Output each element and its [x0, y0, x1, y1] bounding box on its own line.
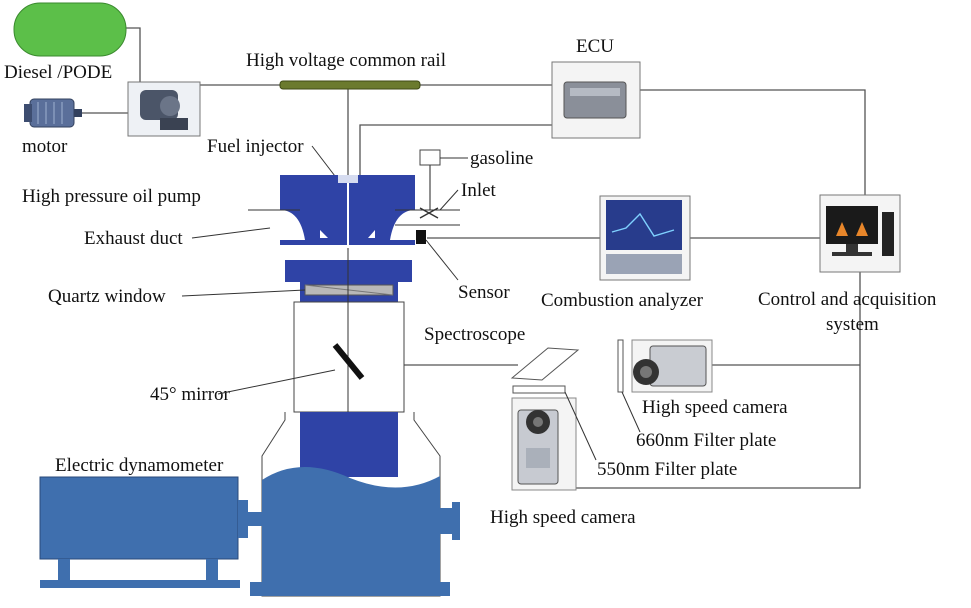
- exhaust-label: Exhaust duct: [84, 228, 183, 249]
- connection-wires: [80, 27, 866, 489]
- fuel-injector-label: Fuel injector: [207, 136, 304, 157]
- cylinder-head: [280, 175, 415, 248]
- inlet-valve-icon: [419, 207, 439, 219]
- hp-pump-label: High pressure oil pump: [22, 186, 201, 207]
- filter-550-plate: [512, 385, 566, 394]
- mirror-45: [332, 343, 365, 380]
- spectroscope-plate: [510, 347, 580, 381]
- dyno-label: Electric dynamometer: [55, 455, 224, 476]
- ecu-icon: [551, 61, 641, 139]
- motor-label: motor: [22, 136, 68, 157]
- hs-camera-top-label: High speed camera: [642, 397, 788, 418]
- hs-camera-bottom-label: High speed camera: [490, 507, 636, 528]
- combustion-analyzer-label: Combustion analyzer: [541, 290, 704, 311]
- spectroscope-label: Spectroscope: [424, 324, 525, 345]
- gasoline-injector-box: [419, 149, 441, 166]
- filter-550-label: 550nm Filter plate: [597, 459, 737, 480]
- sensor-label: Sensor: [458, 282, 510, 303]
- rail-label: High voltage common rail: [246, 50, 446, 71]
- quartz-window-label: Quartz window: [48, 286, 166, 307]
- filter-660-plate: [617, 339, 624, 393]
- piston: [296, 412, 402, 477]
- cylinder-block: [285, 250, 412, 478]
- motor-icon: [24, 98, 82, 128]
- hp-pump-icon: [127, 81, 201, 137]
- pressure-sensor: [416, 230, 426, 244]
- inlet-label: Inlet: [461, 180, 497, 201]
- diesel-tank: [13, 2, 127, 57]
- hs-camera-bottom-icon: [511, 397, 577, 491]
- crankcase: [250, 412, 460, 597]
- control-system-label-2: system: [826, 314, 879, 335]
- dynamometer: [39, 476, 262, 588]
- gasoline-label: gasoline: [470, 148, 533, 169]
- diesel-tank-label: Diesel /PODE: [4, 62, 112, 83]
- mirror-label: 45° mirror: [150, 384, 231, 405]
- control-system-label-1: Control and acquisition: [758, 289, 937, 310]
- ecu-label: ECU: [576, 36, 614, 57]
- combustion-analyzer-icon: [599, 195, 691, 281]
- filter-660-label: 660nm Filter plate: [636, 430, 776, 451]
- common-rail: [279, 80, 421, 90]
- hs-camera-top-icon: [631, 339, 713, 393]
- control-system-icon: [819, 194, 901, 273]
